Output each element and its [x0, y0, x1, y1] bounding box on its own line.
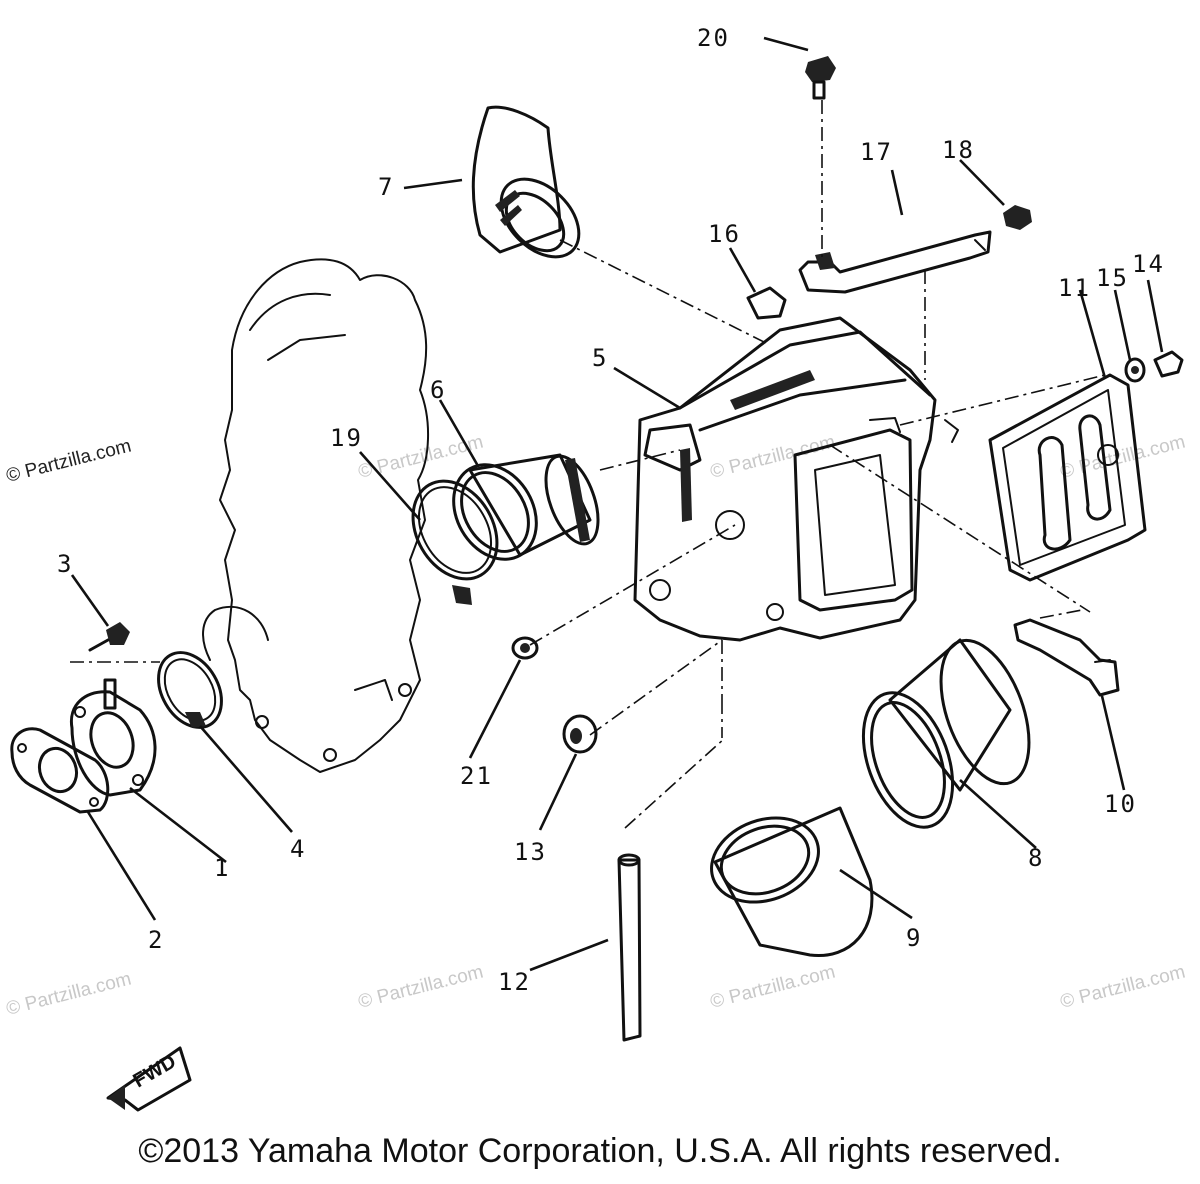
part-16-clip	[746, 286, 787, 320]
part-12-drain-pipe	[617, 853, 642, 1042]
label-3: 3	[57, 550, 73, 578]
label-14: 14	[1132, 250, 1165, 278]
fwd-arrow-icon: FWD	[106, 1046, 192, 1112]
part-2-gasket	[10, 727, 110, 814]
label-5: 5	[592, 344, 608, 372]
watermark-left: © Partzilla.com	[4, 436, 133, 487]
part-17-bracket	[798, 230, 992, 294]
watermark-3: © Partzilla.com	[708, 962, 837, 1013]
label-16: 16	[708, 220, 741, 248]
fwd-label: FWD	[130, 1051, 180, 1093]
label-2: 2	[148, 926, 164, 954]
callout-labels: 1 2 3 4 5 6 7 8 9 10 11 12 13 14 15 16 1…	[57, 24, 1165, 996]
label-19: 19	[330, 424, 363, 452]
part-14-nut	[1153, 350, 1184, 378]
watermark-6: © Partzilla.com	[708, 432, 837, 483]
part-7-intake-elbow	[471, 105, 581, 259]
label-6: 6	[430, 376, 446, 404]
part-21-grommet	[511, 636, 539, 660]
label-13: 13	[514, 838, 547, 866]
watermark-2: © Partzilla.com	[356, 962, 485, 1013]
label-1: 1	[214, 854, 230, 882]
part-18-screw	[1003, 205, 1032, 230]
label-7: 7	[378, 173, 394, 201]
part-13-grommet	[562, 714, 598, 754]
part-11-cover	[988, 373, 1147, 582]
part-19-clamp	[411, 479, 499, 605]
label-20: 20	[697, 24, 730, 52]
watermark-4: © Partzilla.com	[1058, 962, 1187, 1013]
part-20-bolt	[805, 56, 836, 100]
label-4: 4	[290, 835, 306, 863]
label-8: 8	[1028, 844, 1044, 872]
leader-lines	[70, 36, 1164, 972]
watermark-1: © Partzilla.com	[4, 969, 133, 1020]
part-6-boot	[452, 453, 600, 561]
label-21: 21	[460, 762, 493, 790]
part-9-element	[710, 806, 874, 958]
part-15-washer	[1124, 357, 1146, 383]
alignment-lines	[70, 100, 1106, 829]
label-11: 11	[1058, 274, 1091, 302]
part-8-guide	[861, 638, 1031, 829]
part-1-joint	[69, 678, 157, 797]
part-10-holder	[1013, 618, 1120, 697]
label-17: 17	[860, 138, 893, 166]
label-10: 10	[1104, 790, 1137, 818]
label-12: 12	[498, 968, 531, 996]
copyright-notice: ©2013 Yamaha Motor Corporation, U.S.A. A…	[138, 1132, 1062, 1170]
label-15: 15	[1096, 264, 1129, 292]
watermark-7: © Partzilla.com	[1058, 432, 1187, 483]
label-9: 9	[906, 924, 922, 952]
engine-outline	[202, 258, 429, 773]
label-18: 18	[942, 136, 975, 164]
part-3-screw	[88, 622, 130, 652]
part-4-clamp	[157, 651, 223, 729]
part-5-airbox	[633, 316, 959, 642]
